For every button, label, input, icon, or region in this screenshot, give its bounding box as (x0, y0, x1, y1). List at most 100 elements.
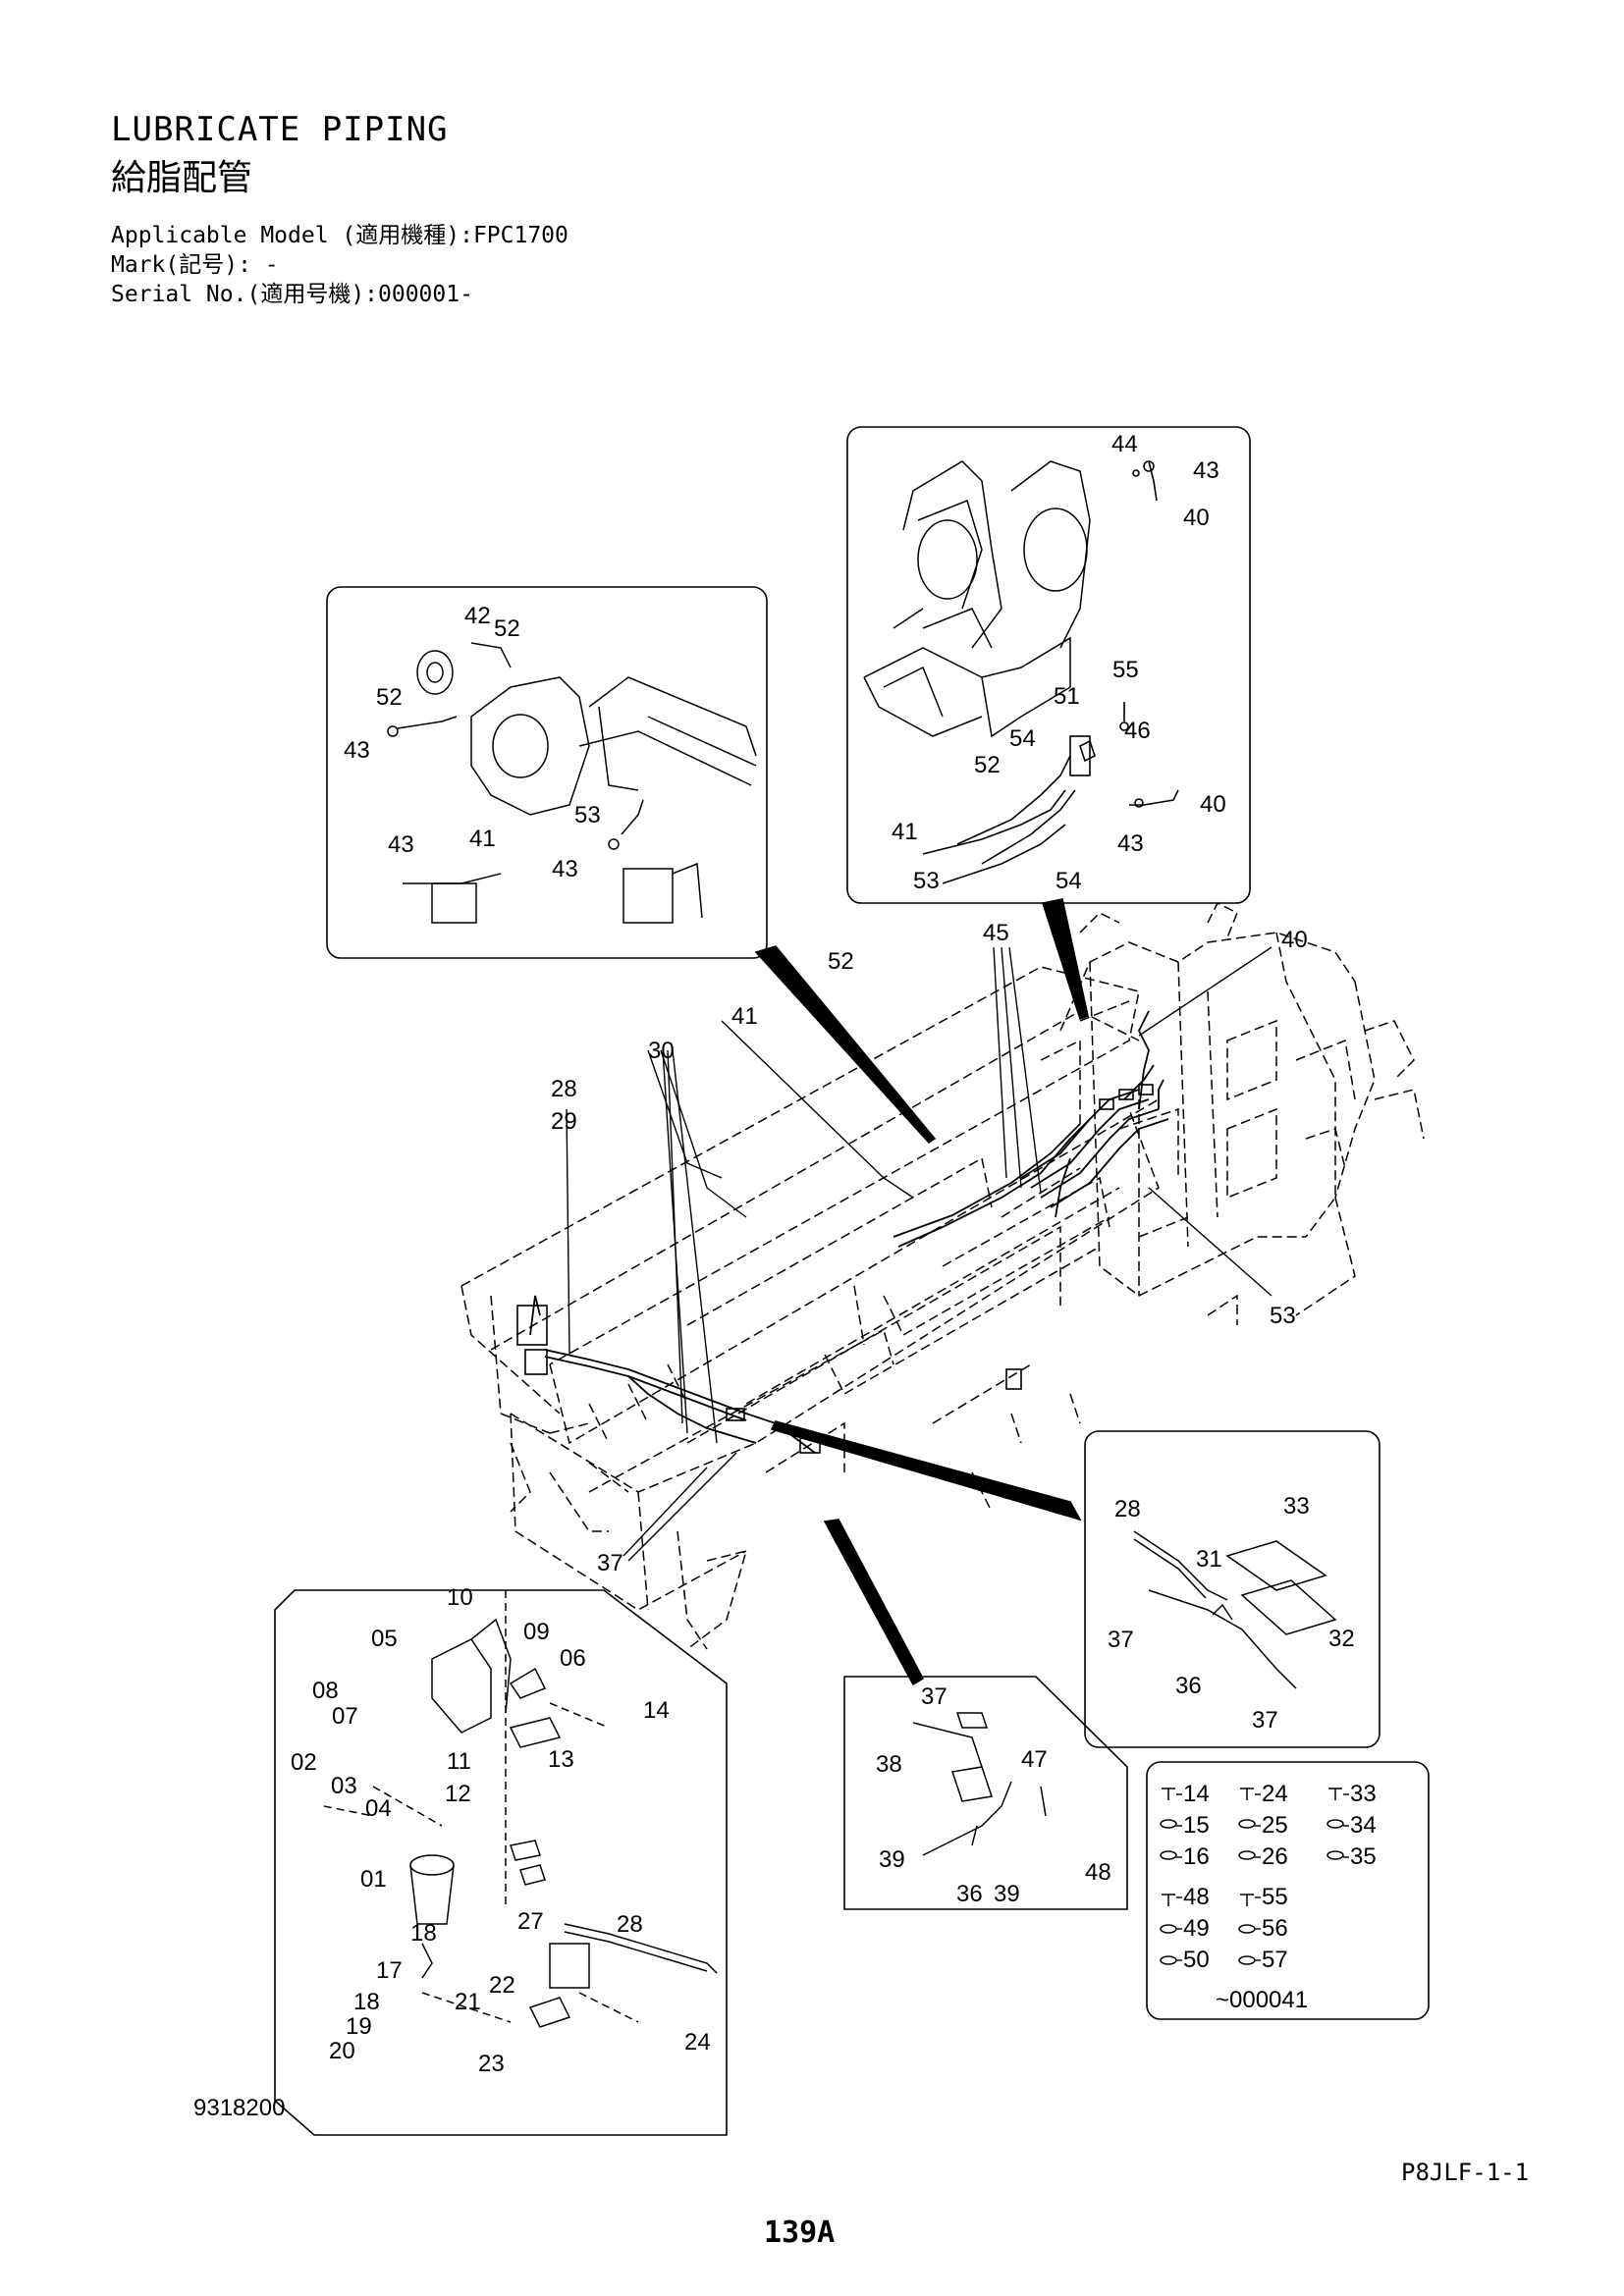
callout-41: 41 (731, 1003, 758, 1030)
callout-53: 53 (574, 802, 601, 828)
callout-53: 53 (913, 868, 940, 894)
callout-52: 52 (974, 752, 1001, 778)
callout-labels: 44 43 40 55 46 51 54 52 40 41 43 53 54 4… (291, 431, 1377, 2077)
callout-28: 28 (1114, 1496, 1141, 1522)
callout-51: 51 (1054, 683, 1080, 710)
callout-45: 45 (983, 920, 1009, 946)
callout-28: 28 (551, 1076, 577, 1102)
legend-35: 35 (1350, 1843, 1377, 1870)
legend-50: 50 (1183, 1947, 1210, 1973)
detail-box-right-middle (1084, 1430, 1380, 1748)
fastener-legend (1146, 1761, 1430, 2020)
callout-48: 48 (1085, 1859, 1111, 1886)
callout-32: 32 (1328, 1626, 1355, 1652)
legend-16: 16 (1183, 1843, 1210, 1870)
callout-22: 22 (489, 1972, 515, 1999)
detail-box-bottom-left (274, 1589, 728, 2136)
callout-24: 24 (684, 2029, 711, 2056)
applicable-model: Applicable Model (適用機種):FPC1700 (111, 223, 568, 248)
callout-43: 43 (552, 856, 578, 882)
callout-07: 07 (332, 1703, 358, 1730)
frame-fittings (516, 1084, 1154, 1454)
main-callout-leaders (566, 946, 1272, 1562)
callout-43: 43 (388, 831, 414, 858)
page-code: P8JLF-1-1 (1401, 2159, 1530, 2186)
callout-43: 43 (1117, 830, 1144, 857)
callout-55: 55 (1112, 657, 1139, 683)
callout-06: 06 (560, 1645, 586, 1672)
callout-29: 29 (551, 1108, 577, 1135)
callout-39: 39 (994, 1881, 1020, 1907)
callout-13: 13 (548, 1746, 574, 1773)
callout-41: 41 (892, 819, 918, 845)
callout-37: 37 (1108, 1627, 1134, 1653)
callout-18: 18 (353, 1989, 380, 2015)
legend-34: 34 (1350, 1812, 1377, 1839)
callout-53: 53 (1270, 1303, 1296, 1329)
detail-box-top-right (846, 426, 1251, 904)
callout-41: 41 (469, 826, 496, 852)
callout-36: 36 (956, 1881, 983, 1907)
legend-14: 14 (1183, 1781, 1210, 1807)
page-title: LUBRICATE PIPING (111, 110, 449, 149)
legend-24: 24 (1262, 1781, 1288, 1807)
callout-36: 36 (1175, 1673, 1202, 1699)
callout-47: 47 (1021, 1746, 1048, 1773)
legend-26: 26 (1262, 1843, 1288, 1870)
callout-18: 18 (410, 1920, 437, 1947)
callout-20: 20 (329, 2038, 355, 2064)
callout-19: 19 (346, 2013, 372, 2040)
callout-37: 37 (1252, 1707, 1278, 1734)
callout-14: 14 (643, 1697, 670, 1724)
legend-25: 25 (1262, 1812, 1288, 1839)
callout-54: 54 (1056, 868, 1082, 894)
serial-number: Serial No.(適用号機):000001- (111, 282, 473, 307)
drawing-number: 9318200 (193, 2095, 286, 2121)
callout-38: 38 (876, 1751, 902, 1778)
detail-box-top-left (326, 586, 768, 959)
callout-05: 05 (371, 1626, 398, 1652)
lubrication-lines (529, 1010, 1169, 1454)
callout-52: 52 (828, 948, 854, 975)
callout-23: 23 (478, 2051, 505, 2077)
page-number: 139A (764, 2216, 836, 2250)
callout-11: 11 (447, 1748, 471, 1775)
callout-37: 37 (597, 1550, 623, 1576)
callout-40: 40 (1200, 791, 1226, 818)
legend-33: 33 (1350, 1781, 1377, 1807)
page-title-japanese: 給脂配管 (111, 158, 253, 198)
callout-02: 02 (291, 1749, 317, 1776)
callout-44: 44 (1111, 431, 1138, 457)
mark-info: Mark(記号): - (111, 252, 279, 278)
callout-31: 31 (1196, 1546, 1222, 1573)
callout-09: 09 (523, 1619, 550, 1645)
legend-49: 49 (1183, 1915, 1210, 1942)
callout-12: 12 (445, 1781, 471, 1807)
callout-46: 46 (1124, 718, 1151, 744)
callout-39: 39 (879, 1846, 905, 1873)
callout-52: 52 (376, 684, 403, 711)
legend-56: 56 (1262, 1915, 1288, 1942)
callout-28: 28 (617, 1911, 643, 1938)
callout-27: 27 (517, 1908, 544, 1935)
legend-48: 48 (1183, 1884, 1210, 1910)
legend-note: ~000041 (1216, 1987, 1308, 2013)
callout-43: 43 (344, 737, 370, 764)
callout-03: 03 (331, 1773, 357, 1799)
callout-52: 52 (494, 615, 520, 642)
callout-54: 54 (1009, 725, 1036, 752)
callout-37: 37 (921, 1683, 947, 1710)
callout-33: 33 (1283, 1493, 1310, 1520)
callout-43: 43 (1193, 457, 1219, 484)
detail-box-bottom-middle (843, 1676, 1128, 1910)
callout-01: 01 (360, 1866, 387, 1893)
callout-40: 40 (1281, 927, 1308, 953)
callout-30: 30 (648, 1038, 675, 1064)
main-frame (460, 901, 1425, 1650)
callout-42: 42 (464, 603, 491, 629)
callout-40: 40 (1183, 505, 1210, 531)
callout-08: 08 (312, 1678, 339, 1704)
leader-wedges (754, 898, 1089, 1686)
legend-15: 15 (1183, 1812, 1210, 1839)
